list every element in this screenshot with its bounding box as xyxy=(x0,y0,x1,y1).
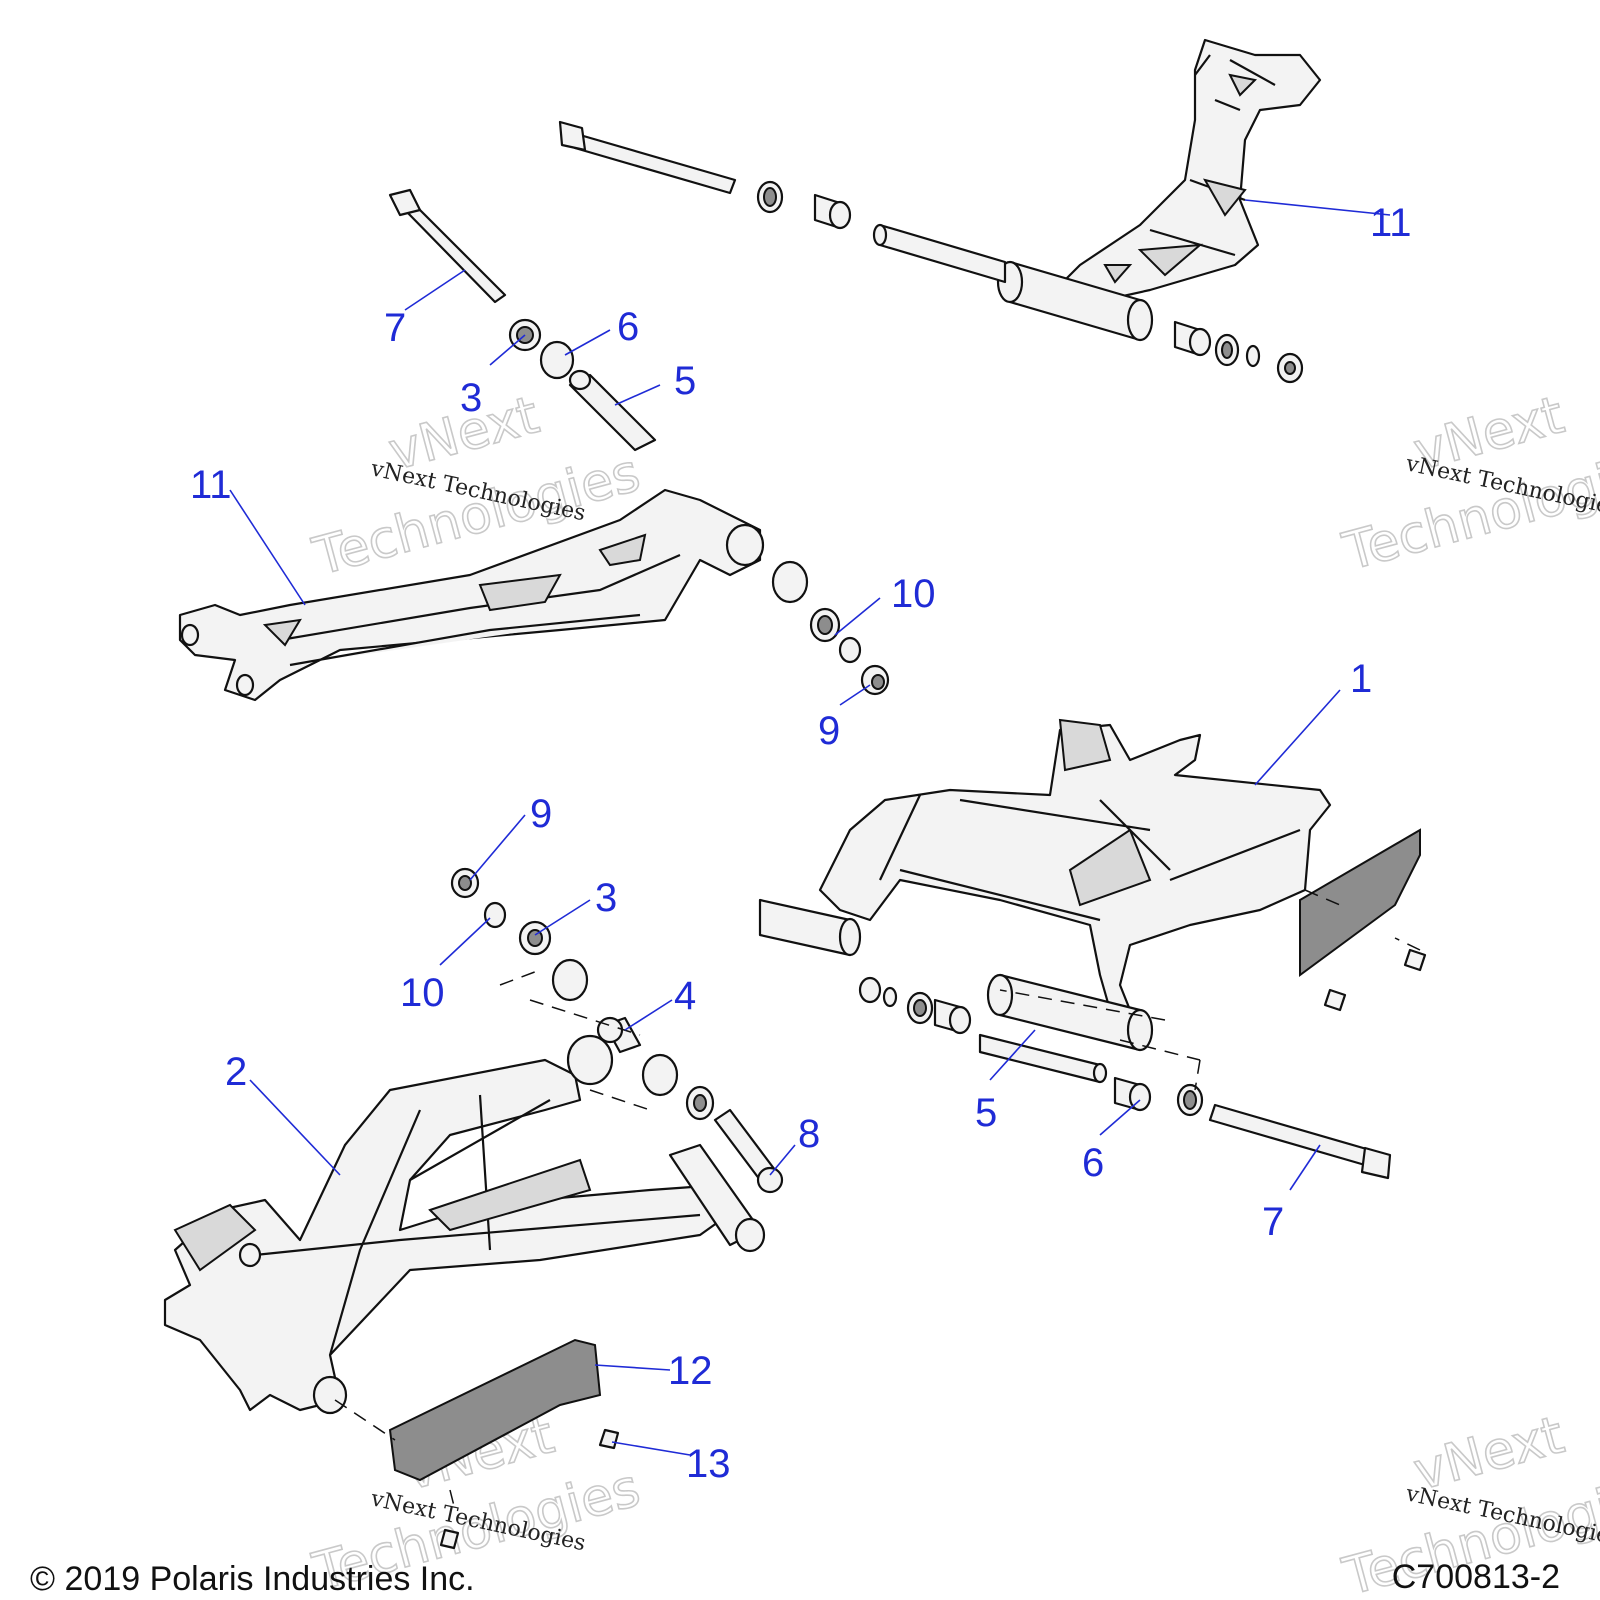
callout-7-upper: 7 xyxy=(384,306,406,350)
leader-2 xyxy=(249,1079,341,1176)
callout-7-lower: 7 xyxy=(1262,1200,1284,1244)
upper-right-a-arm xyxy=(558,38,1322,384)
leader-3-upper xyxy=(489,334,526,366)
callout-9-upper: 9 xyxy=(818,709,840,753)
leader-5-upper xyxy=(614,384,661,406)
callout-11-upper: 11 xyxy=(1370,201,1412,245)
lower-left-a-arm xyxy=(163,867,784,1550)
callout-1: 1 xyxy=(1350,657,1372,701)
leader-7-upper xyxy=(404,269,466,311)
leader-6-lower xyxy=(1099,1099,1141,1136)
callout-2: 2 xyxy=(225,1050,247,1094)
callout-labels: 11 7 3 6 5 11 10 9 1 9 3 10 4 2 5 6 7 8 … xyxy=(190,201,1412,1486)
leader-13 xyxy=(611,1441,691,1456)
callout-13: 13 xyxy=(686,1442,731,1486)
callout-12: 12 xyxy=(668,1349,713,1393)
callout-8: 8 xyxy=(798,1112,820,1156)
callout-5-lower: 5 xyxy=(975,1091,997,1135)
leader-lines xyxy=(229,199,1391,1456)
figure-id: C700813-2 xyxy=(1392,1558,1560,1596)
callout-3-upper: 3 xyxy=(460,376,482,420)
leader-6-upper xyxy=(564,329,611,356)
callout-6-lower: 6 xyxy=(1082,1141,1104,1185)
leader-11-left xyxy=(229,489,306,606)
callout-5-upper: 5 xyxy=(674,359,696,403)
callout-3-lower: 3 xyxy=(595,876,617,920)
leader-5-lower xyxy=(989,1029,1036,1081)
leader-3-lower xyxy=(534,899,591,936)
leader-12 xyxy=(594,1364,671,1371)
lower-right-a-arm xyxy=(758,718,1427,1180)
callout-11-left: 11 xyxy=(190,463,232,507)
leader-9-upper xyxy=(839,684,871,706)
upper-left-a-arm xyxy=(178,188,890,702)
leader-7-lower xyxy=(1289,1144,1321,1191)
leader-4 xyxy=(624,999,673,1031)
callout-9-lower: 9 xyxy=(530,792,552,836)
leader-10-lower xyxy=(439,917,491,966)
leader-8 xyxy=(769,1144,796,1176)
leader-11-upper xyxy=(1244,199,1391,216)
copyright-text: © 2019 Polaris Industries Inc. xyxy=(30,1560,475,1598)
callout-4: 4 xyxy=(674,974,696,1018)
leader-1 xyxy=(1254,689,1341,786)
leader-9-lower xyxy=(469,814,526,881)
leader-10-upper xyxy=(834,597,881,636)
callout-10-lower: 10 xyxy=(400,971,445,1015)
callout-6-upper: 6 xyxy=(617,305,639,349)
callout-10-upper: 10 xyxy=(891,572,936,616)
